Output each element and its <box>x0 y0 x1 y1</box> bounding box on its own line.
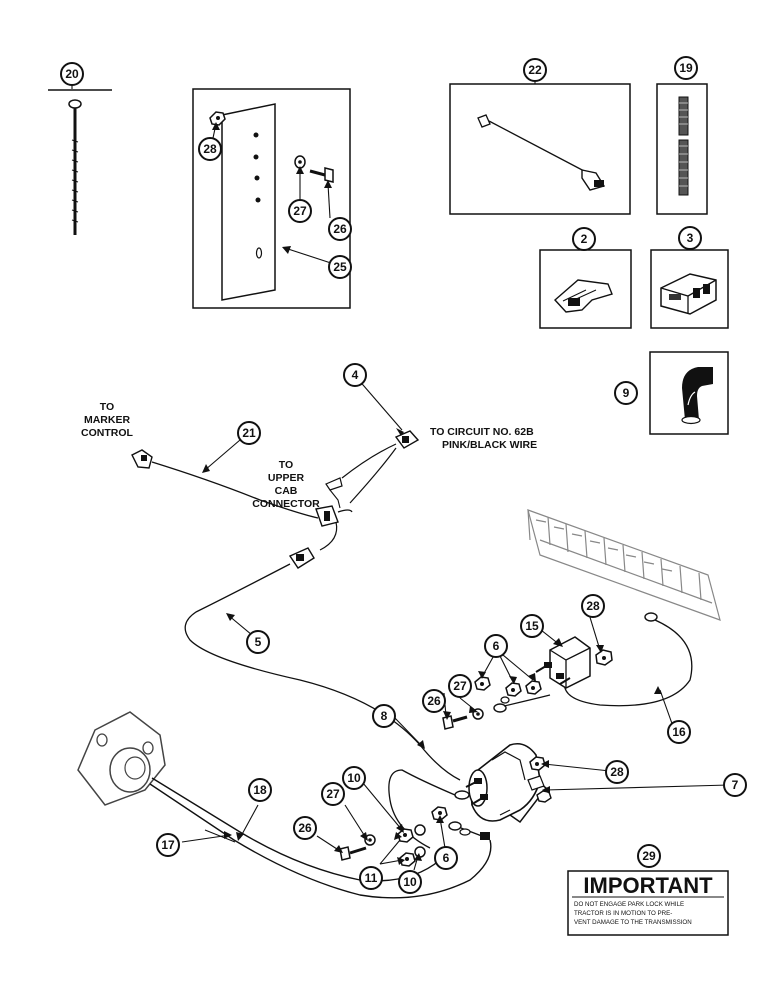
callout-26-b: 26 <box>422 689 446 713</box>
part-19-box <box>656 83 708 215</box>
callout-3: 3 <box>678 226 702 250</box>
svg-text:15: 15 <box>525 619 539 633</box>
callout-5: 5 <box>246 630 270 654</box>
callout-4: 4 <box>343 363 367 387</box>
callout-28-c: 28 <box>605 760 629 784</box>
callout-17: 17 <box>156 833 180 857</box>
svg-text:27: 27 <box>326 787 340 801</box>
callout-26-c: 26 <box>293 816 317 840</box>
callout-7: 7 <box>723 773 747 797</box>
svg-text:29: 29 <box>642 849 656 863</box>
decal-line-2: TRACTOR IS IN MOTION TO PRE- <box>574 910 672 917</box>
svg-text:8: 8 <box>381 709 388 723</box>
cab-label-1: TO <box>279 459 293 471</box>
short-wires <box>388 694 551 849</box>
important-decal: IMPORTANT DO NOT ENGAGE PARK LOCK WHILE … <box>567 870 729 936</box>
svg-text:17: 17 <box>161 838 175 852</box>
svg-text:25: 25 <box>333 260 347 274</box>
svg-text:3: 3 <box>687 231 694 245</box>
svg-text:6: 6 <box>443 851 450 865</box>
part-22-harness-box <box>449 83 631 215</box>
part-2-terminal-box <box>539 249 632 329</box>
callout-19: 19 <box>674 56 698 80</box>
svg-text:26: 26 <box>333 222 347 236</box>
svg-text:27: 27 <box>293 204 307 218</box>
arrowheads <box>202 122 662 865</box>
svg-text:21: 21 <box>242 426 256 440</box>
wire-16 <box>563 612 693 707</box>
svg-text:2: 2 <box>581 232 588 246</box>
svg-text:26: 26 <box>427 694 441 708</box>
cab-label-4: CONNECTOR <box>252 498 320 510</box>
callout-8: 8 <box>372 704 396 728</box>
callout-28-b: 28 <box>581 594 605 618</box>
callout-15: 15 <box>520 614 544 638</box>
svg-text:28: 28 <box>586 599 600 613</box>
nuts-6-upper <box>474 676 542 704</box>
svg-text:28: 28 <box>610 765 624 779</box>
callout-25: 25 <box>328 255 352 279</box>
svg-text:10: 10 <box>347 771 361 785</box>
callout-circles: 20 28 27 26 25 22 19 2 3 9 4 21 5 6 15 2… <box>60 56 747 894</box>
callout-11: 11 <box>359 866 383 890</box>
svg-text:19: 19 <box>679 61 693 75</box>
circuit-breaker-15 <box>535 636 613 689</box>
part-20-long-bolt <box>48 89 112 235</box>
svg-text:6: 6 <box>493 639 500 653</box>
annotation-labels: TO MARKER CONTROL TO UPPER CAB CONNECTOR… <box>81 401 537 510</box>
svg-text:5: 5 <box>255 635 262 649</box>
callout-26: 26 <box>328 217 352 241</box>
svg-text:9: 9 <box>623 386 630 400</box>
svg-text:4: 4 <box>352 368 359 382</box>
cab-label-3: CAB <box>275 485 298 497</box>
callout-2: 2 <box>572 227 596 251</box>
svg-text:27: 27 <box>453 679 467 693</box>
svg-text:18: 18 <box>253 783 267 797</box>
lower-hardware <box>339 824 426 867</box>
callout-9: 9 <box>614 381 638 405</box>
svg-text:20: 20 <box>65 67 79 81</box>
svg-text:7: 7 <box>732 778 739 792</box>
callout-21: 21 <box>237 421 261 445</box>
callout-29: 29 <box>637 844 661 868</box>
part-3-connector-box <box>650 249 729 329</box>
svg-text:26: 26 <box>298 821 312 835</box>
callout-20: 20 <box>60 62 84 86</box>
decal-line-1: DO NOT ENGAGE PARK LOCK WHILE <box>574 901 684 908</box>
solenoid-7 <box>465 742 552 824</box>
bracket-kit-box <box>192 88 351 309</box>
marker-label-2: MARKER <box>84 414 130 426</box>
decal-line-3: VENT DAMAGE TO THE TRANSMISSION <box>574 919 692 926</box>
svg-text:22: 22 <box>528 63 542 77</box>
callout-27: 27 <box>288 199 312 223</box>
callout-16: 16 <box>667 720 691 744</box>
callout-22: 22 <box>523 58 547 82</box>
callout-28: 28 <box>198 137 222 161</box>
circuit-label-1: TO CIRCUIT NO. 62B <box>430 426 534 438</box>
callout-18: 18 <box>248 778 272 802</box>
callout-27-b: 27 <box>448 674 472 698</box>
part-9-boot-box <box>649 351 729 435</box>
callout-10: 10 <box>342 766 366 790</box>
callout-6-b: 6 <box>434 846 458 870</box>
trailer-socket <box>77 711 492 899</box>
callout-10-b: 10 <box>398 870 422 894</box>
callout-6: 6 <box>484 634 508 658</box>
decal-title: IMPORTANT <box>583 873 713 898</box>
cab-label-2: UPPER <box>268 472 305 484</box>
marker-label-1: TO <box>100 401 114 413</box>
circuit-label-2: PINK/BLACK WIRE <box>442 439 537 451</box>
svg-text:11: 11 <box>365 871 378 885</box>
fuse-block <box>527 509 721 621</box>
marker-label-3: CONTROL <box>81 427 133 439</box>
svg-text:28: 28 <box>203 142 217 156</box>
svg-text:10: 10 <box>403 875 417 889</box>
svg-text:16: 16 <box>672 725 686 739</box>
callout-27-c: 27 <box>321 782 345 806</box>
